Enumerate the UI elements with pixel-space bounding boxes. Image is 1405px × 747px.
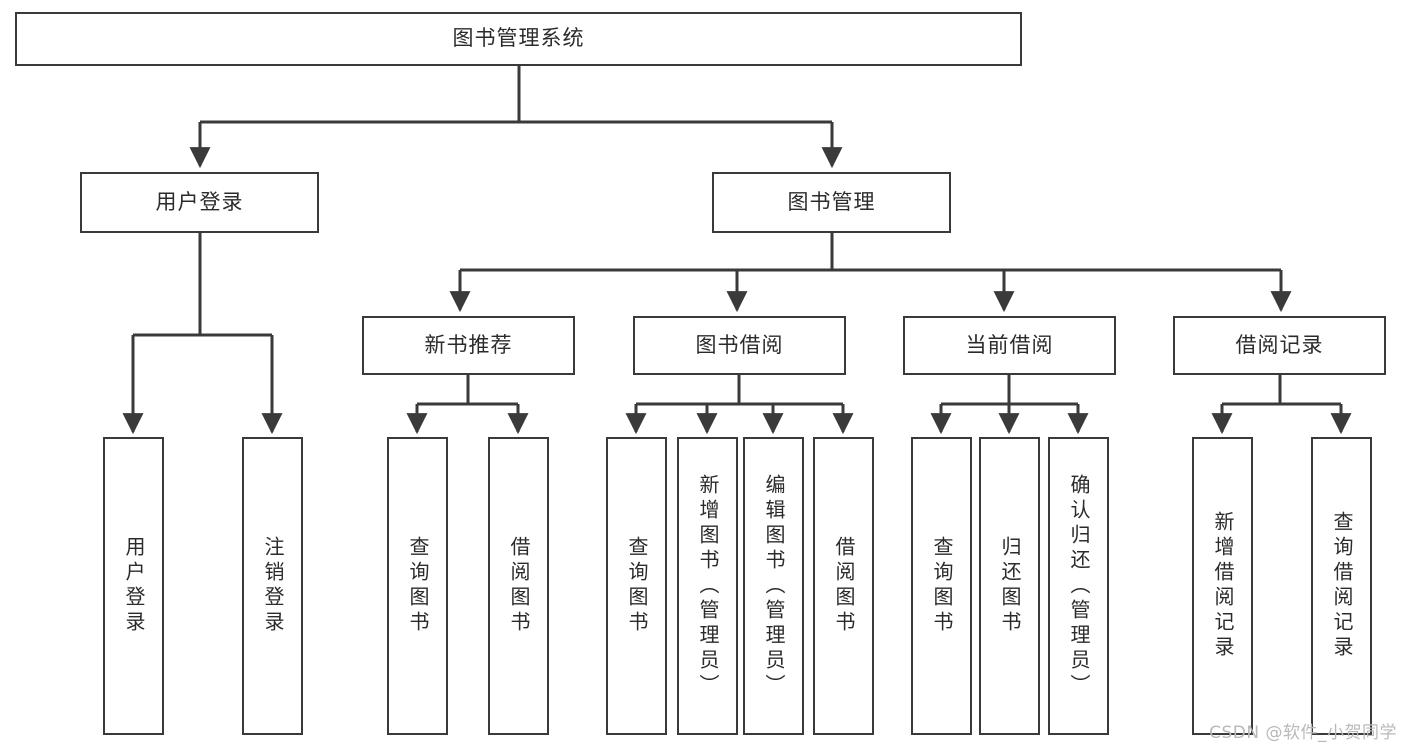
node-leaf-query-book-2[interactable]: 查询图书	[606, 437, 667, 735]
node-leaf-query-book-3-label: 查询图书	[930, 536, 954, 636]
node-leaf-add-book-label: 新增图书（管理员）	[696, 473, 720, 699]
node-borrow-record[interactable]: 借阅记录	[1173, 316, 1386, 375]
node-leaf-query-record-label: 查询借阅记录	[1330, 511, 1354, 661]
node-user-login[interactable]: 用户登录	[80, 172, 319, 233]
node-leaf-borrow-book-2-label: 借阅图书	[832, 536, 856, 636]
node-leaf-confirm-return-label: 确认归还（管理员）	[1067, 473, 1091, 699]
node-leaf-borrow-book-1-label: 借阅图书	[507, 536, 531, 636]
node-leaf-query-book-1[interactable]: 查询图书	[387, 437, 448, 735]
node-leaf-return-book-label: 归还图书	[998, 536, 1022, 636]
node-book-management-label: 图书管理	[787, 189, 876, 214]
node-root-label: 图书管理系统	[452, 26, 585, 51]
node-leaf-add-record[interactable]: 新增借阅记录	[1192, 437, 1253, 735]
node-leaf-user-logout-label: 注销登录	[261, 536, 285, 636]
node-leaf-user-logout[interactable]: 注销登录	[242, 437, 303, 735]
node-leaf-confirm-return[interactable]: 确认归还（管理员）	[1048, 437, 1109, 735]
node-leaf-borrow-book-2[interactable]: 借阅图书	[813, 437, 874, 735]
node-new-book-recommend[interactable]: 新书推荐	[362, 316, 575, 375]
node-leaf-edit-book[interactable]: 编辑图书（管理员）	[743, 437, 804, 735]
node-leaf-query-record[interactable]: 查询借阅记录	[1311, 437, 1372, 735]
node-leaf-add-record-label: 新增借阅记录	[1211, 511, 1235, 661]
node-leaf-add-book[interactable]: 新增图书（管理员）	[677, 437, 738, 735]
node-root[interactable]: 图书管理系统	[15, 12, 1022, 66]
node-leaf-query-book-3[interactable]: 查询图书	[911, 437, 972, 735]
node-user-login-label: 用户登录	[155, 189, 244, 214]
node-book-borrow[interactable]: 图书借阅	[633, 316, 846, 375]
node-leaf-edit-book-label: 编辑图书（管理员）	[762, 473, 786, 699]
node-book-management[interactable]: 图书管理	[712, 172, 951, 233]
node-leaf-user-login[interactable]: 用户登录	[103, 437, 164, 735]
node-leaf-query-book-2-label: 查询图书	[625, 536, 649, 636]
node-current-borrow-label: 当前借阅	[965, 332, 1054, 357]
node-new-book-recommend-label: 新书推荐	[424, 332, 513, 357]
node-leaf-query-book-1-label: 查询图书	[406, 536, 430, 636]
node-borrow-record-label: 借阅记录	[1235, 332, 1324, 357]
node-leaf-return-book[interactable]: 归还图书	[979, 437, 1040, 735]
node-book-borrow-label: 图书借阅	[695, 332, 784, 357]
watermark: CSDN @软件_小贺同学	[1209, 723, 1397, 743]
node-current-borrow[interactable]: 当前借阅	[903, 316, 1116, 375]
node-leaf-borrow-book-1[interactable]: 借阅图书	[488, 437, 549, 735]
node-leaf-user-login-label: 用户登录	[122, 536, 146, 636]
